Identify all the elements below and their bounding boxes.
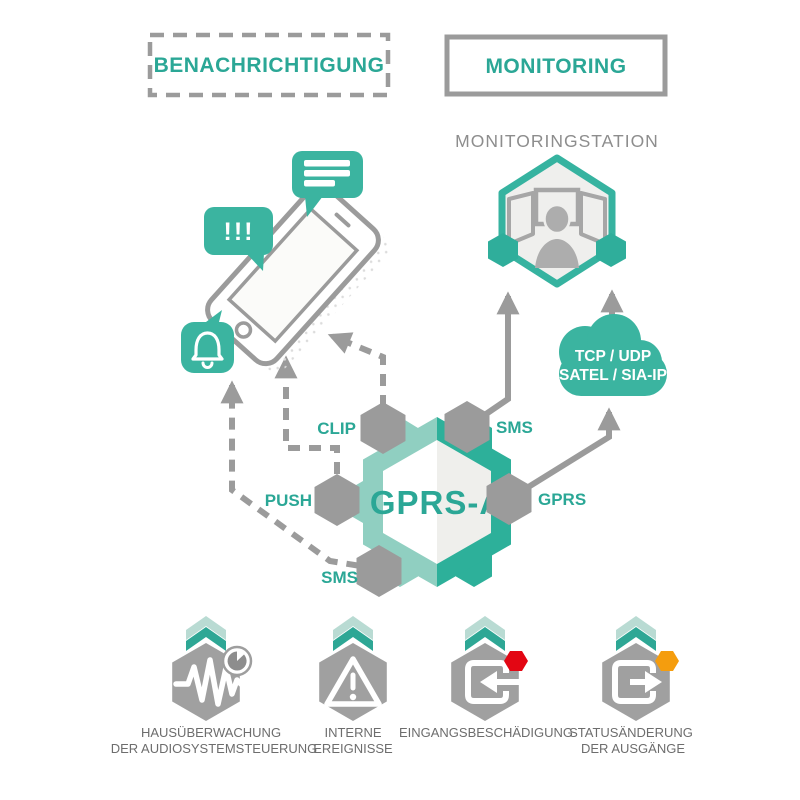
alert-bubble-text: !!! (224, 218, 255, 246)
input-frame-icon (465, 660, 509, 704)
feature2-label-line1: INTERNE (324, 725, 381, 740)
sms-phone-hexagon (444, 401, 490, 453)
notification-bell-bubble-icon (181, 310, 234, 373)
dashed-border (147, 32, 391, 98)
monitoring-station-title: MONITORINGSTATION (455, 131, 659, 151)
cloud-protocol-line2: SATEL / SIA-IP (559, 367, 667, 384)
gprs-a-module: GPRS-A (345, 417, 529, 587)
gprs-label: GPRS (538, 490, 586, 509)
notification-header-box: BENACHRICHTIGUNG (147, 32, 391, 98)
feature-internal-events: INTERNE EREIGNISSE (313, 616, 393, 756)
module-inner-right (437, 440, 491, 564)
chevron-up-light (465, 616, 505, 640)
chevron-up-teal (333, 627, 373, 651)
audio-waveform-icon (173, 657, 244, 707)
chevron-up-light (333, 616, 373, 640)
network-cloud-icon: TCP / UDP SATEL / SIA-IP (559, 314, 667, 396)
chevron-up-light (186, 616, 226, 640)
module-inner-left (383, 440, 437, 564)
feature4-label-line1: STATUSÄNDERUNG (569, 725, 693, 740)
station-right-connector-hex (596, 233, 626, 267)
chevron-up-teal (616, 627, 656, 651)
feature-input-damage: EINGANGSBESCHÄDIGUNG (399, 616, 573, 740)
feature-output-state: STATUSÄNDERUNG DER AUSGÄNGE (569, 616, 693, 756)
output-arrow-head (645, 671, 662, 693)
feature-row: HAUSÜBERWACHUNG DER AUDIOSYSTEMSTEUERUNG… (111, 616, 693, 756)
operator-head (543, 203, 571, 235)
monitoring-station-icon (488, 154, 626, 288)
sms-station-hexagon (356, 545, 402, 597)
chevron-up-teal (465, 627, 505, 651)
alert-bubble-icon: !!! (204, 207, 273, 271)
feature2-label-line2: EREIGNISSE (313, 741, 393, 756)
sms-station-label: SMS (321, 568, 358, 587)
clock-hand (227, 651, 247, 671)
bell-clapper (201, 361, 214, 369)
orange-status-badge (655, 651, 679, 671)
monitoring-header-box: MONITORING (444, 34, 668, 97)
operator-body (535, 239, 579, 268)
module-name-label: GPRS-A (370, 484, 504, 521)
gprs-hexagon (486, 473, 532, 525)
output-frame-icon (612, 660, 656, 704)
feature1-label-line1: HAUSÜBERWACHUNG (141, 725, 281, 740)
feature3-label-line1: EINGANGSBESCHÄDIGUNG (399, 725, 573, 740)
sms-to-bell-arrow (220, 380, 380, 572)
chevron-up-light (616, 616, 656, 640)
input-arrow-head (480, 671, 497, 693)
chevron-up-teal (186, 627, 226, 651)
phone-speaker (334, 212, 351, 228)
notification-header-label: BENACHRICHTIGUNG (154, 54, 385, 77)
phone-screen (226, 206, 360, 344)
push-to-phone-arrow (274, 355, 340, 495)
push-hexagon (314, 474, 360, 526)
warning-triangle-icon (324, 656, 382, 707)
left-monitor-icon (507, 191, 535, 246)
push-label: PUSH (265, 491, 312, 510)
solid-border (444, 34, 668, 97)
sms-phone-label: SMS (496, 418, 533, 437)
sms-message-bubble-icon (292, 151, 363, 217)
feature-audio-monitoring: HAUSÜBERWACHUNG DER AUDIOSYSTEMSTEUERUNG (111, 616, 318, 756)
warning-exclamation-dot (349, 693, 357, 701)
cloud-protocol-line1: TCP / UDP (575, 348, 651, 365)
phone-home-button (234, 321, 253, 339)
dashed-arrows (220, 332, 386, 572)
right-monitor-icon (579, 191, 607, 246)
station-left-connector-hex (488, 233, 518, 267)
red-status-badge (504, 651, 528, 671)
feature4-label-line2: DER AUSGÄNGE (581, 741, 685, 756)
channel-hexagons: CLIP SMS PUSH GPRS SMS (265, 401, 586, 597)
clip-label: CLIP (317, 419, 356, 438)
feature1-label-line2: DER AUDIOSYSTEMSTEUERUNG (111, 741, 318, 756)
clip-hexagon (360, 402, 406, 454)
monitoring-header-label: MONITORING (485, 55, 626, 78)
gprs-to-cloud-arrow (507, 407, 621, 502)
bell-icon (191, 331, 224, 361)
